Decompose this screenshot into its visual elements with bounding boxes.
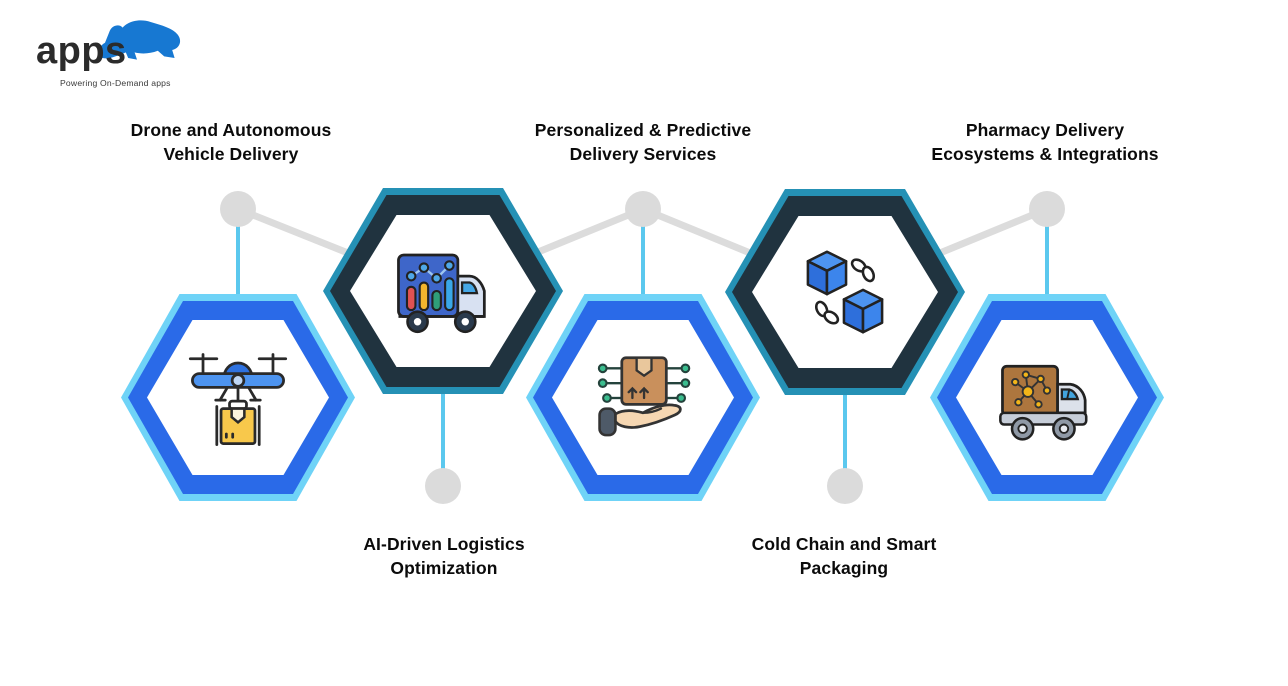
label-cold-chain-smart-packaging: Cold Chain and Smart Packaging (751, 534, 937, 578)
analytics-truck-icon (397, 253, 486, 334)
node-circle (827, 468, 863, 504)
label-personalized-predictive-delivery-services: Personalized & Predictive Delivery Servi… (534, 120, 752, 164)
blockchain-cubes-icon (806, 250, 884, 334)
hexagon-cold-chain-smart-packaging (725, 189, 965, 395)
node-circle (220, 191, 256, 227)
hexagon-white-core (147, 320, 329, 475)
label-pharmacy-delivery-ecosystems-integrations: Pharmacy Delivery Ecosystems & Integrati… (931, 120, 1159, 164)
rhino-logo-icon (98, 20, 181, 60)
node-circle (425, 468, 461, 504)
brand-name: apps (36, 30, 127, 72)
brand-logo: apps Powering On-Demand apps (30, 10, 230, 100)
hexagon-pharmacy-delivery-ecosystems-integrations (930, 294, 1164, 501)
label-drone-autonomous-vehicle-delivery: Drone and Autonomous Vehicle Delivery (130, 120, 332, 164)
hexagon-personalized-predictive-delivery-services (526, 294, 760, 501)
brand-tagline: Powering On-Demand apps (60, 78, 171, 88)
hexagon-drone-autonomous-vehicle-delivery (121, 294, 355, 501)
label-ai-driven-logistics-optimization: AI-Driven Logistics Optimization (363, 534, 525, 578)
smart-package-hand-icon (597, 355, 691, 436)
node-circle (625, 191, 661, 227)
node-circle (1029, 191, 1065, 227)
pharmacy-truck-icon (999, 364, 1088, 441)
drone-package-icon (188, 352, 288, 446)
hexagon-ai-driven-logistics-optimization (323, 188, 563, 394)
